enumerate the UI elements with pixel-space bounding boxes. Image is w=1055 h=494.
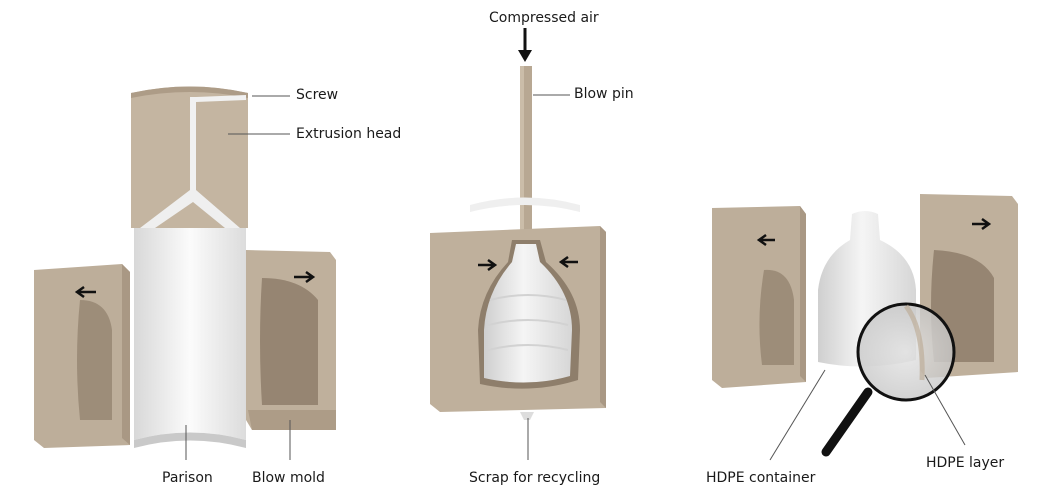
leader-lines [185, 94, 966, 461]
arrow-left-icon [74, 285, 96, 299]
parison [134, 228, 246, 440]
blow-mold-left [34, 264, 130, 448]
label-screw: Screw [296, 87, 339, 103]
blow-mold-right [246, 250, 336, 430]
mold-open-left [712, 206, 806, 388]
bottle-inflated [484, 244, 572, 383]
label-compressed-air: Compressed air [489, 10, 599, 26]
stage-ejection [712, 194, 1018, 457]
blow-mold-closed [430, 226, 606, 412]
stage-blowing [430, 28, 606, 420]
label-blow-pin: Blow pin [574, 86, 634, 102]
stage-extrusion [34, 86, 336, 448]
scrap [520, 412, 534, 420]
label-scrap: Scrap for recycling [469, 470, 601, 486]
magnifier-icon [821, 302, 956, 457]
extrusion-head [131, 86, 248, 228]
label-extrusion-head: Extrusion head [296, 126, 402, 142]
label-hdpe-container: HDPE container [706, 470, 816, 486]
label-hdpe-layer: HDPE layer [926, 455, 1005, 471]
label-parison: Parison [162, 470, 213, 486]
arrow-right-icon [294, 270, 316, 284]
label-blow-mold: Blow mold [252, 470, 325, 486]
